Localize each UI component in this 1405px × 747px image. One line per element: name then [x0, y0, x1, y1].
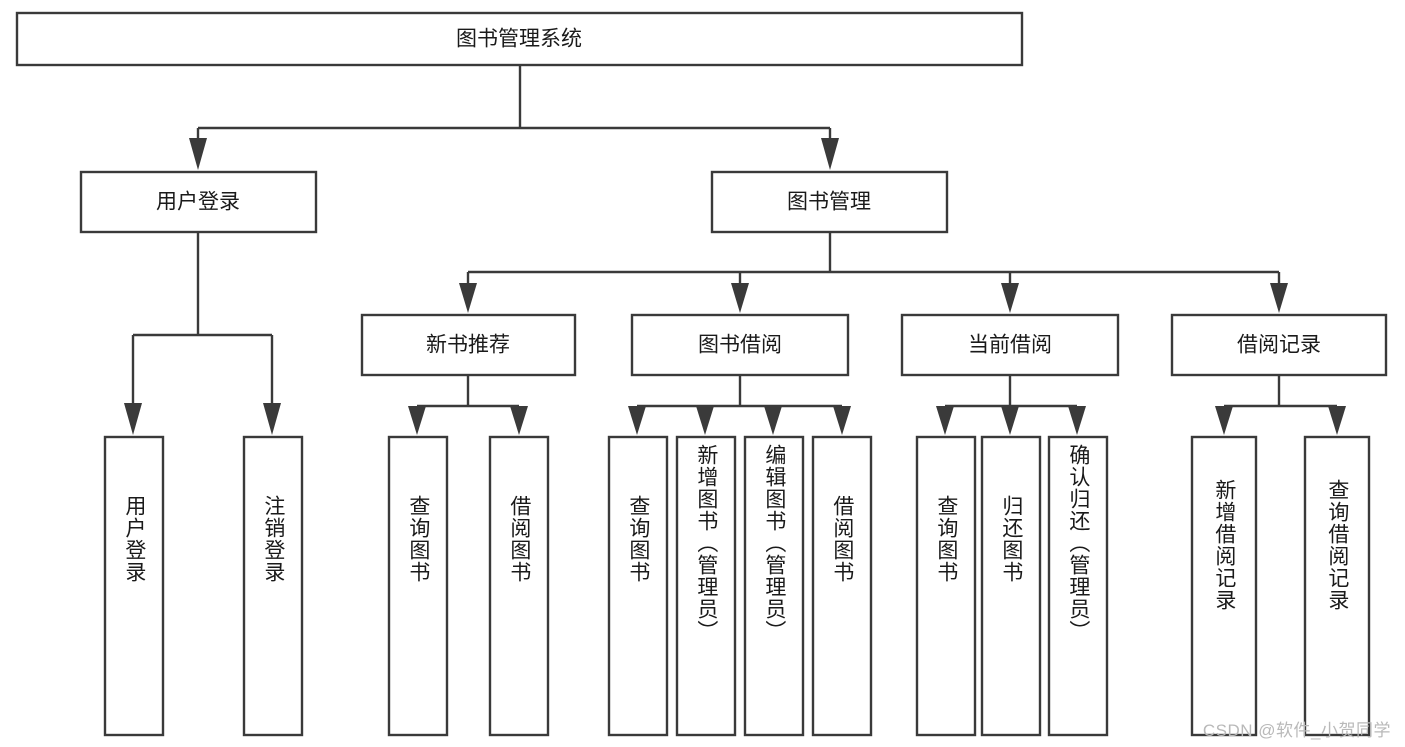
leaf-box-user-login-1[interactable] — [242, 435, 304, 737]
node-book-manage-box — [710, 170, 949, 234]
node-root-system-box — [15, 11, 1024, 67]
node-book-manage-label: 图书管理 — [787, 191, 871, 214]
node-user-login[interactable]: 用户登录 — [79, 170, 318, 234]
leaf-box-book-borrow-0[interactable] — [607, 435, 669, 737]
node-borrow-record[interactable]: 借阅记录 — [1170, 313, 1388, 377]
connector-group-user-login — [124, 232, 281, 435]
node-current-borrow-box — [900, 313, 1120, 377]
arrowhead-user-login-leaf-0 — [124, 403, 142, 435]
arrowhead-borrow-record-leaf-1 — [1328, 406, 1346, 435]
node-book-borrow[interactable]: 图书借阅 — [630, 313, 850, 377]
leaf-box-new-book-0[interactable] — [387, 435, 449, 737]
arrowhead-book-manage-to-current-borrow — [1001, 283, 1019, 313]
node-book-borrow-box — [630, 313, 850, 377]
node-root-system[interactable]: 图书管理系统 — [15, 11, 1024, 67]
leaf-box-book-borrow-1[interactable] — [675, 435, 737, 737]
arrowhead-current-borrow-leaf-0 — [936, 406, 954, 435]
arrowhead-root-to-book-manage — [821, 138, 839, 170]
connector-group-new-book — [408, 375, 528, 435]
arrowhead-book-borrow-leaf-0 — [628, 406, 646, 435]
node-borrow-record-label: 借阅记录 — [1237, 334, 1321, 357]
connector-group-current-borrow — [936, 375, 1086, 435]
leaf-box-borrow-record-1[interactable] — [1303, 435, 1371, 737]
node-book-borrow-label: 图书借阅 — [698, 334, 782, 357]
arrowhead-new-book-leaf-0 — [408, 406, 426, 435]
arrowhead-new-book-leaf-1 — [510, 406, 528, 435]
connector-group-book-manage — [459, 232, 1288, 313]
arrowhead-user-login-leaf-1 — [263, 403, 281, 435]
arrowhead-book-borrow-leaf-2 — [764, 406, 782, 435]
connector-group-borrow-record — [1215, 375, 1346, 435]
arrowhead-borrow-record-leaf-0 — [1215, 406, 1233, 435]
arrowhead-book-borrow-leaf-1 — [696, 406, 714, 435]
leaf-box-user-login-0[interactable] — [103, 435, 165, 737]
arrowhead-book-manage-to-book-borrow — [731, 283, 749, 313]
connector-group-book-borrow — [628, 375, 851, 435]
node-new-book-recommend-label: 新书推荐 — [426, 334, 510, 357]
leaf-box-current-borrow-1[interactable] — [980, 435, 1042, 737]
node-borrow-record-box — [1170, 313, 1388, 377]
arrowhead-current-borrow-leaf-2 — [1068, 406, 1086, 435]
node-current-borrow-label: 当前借阅 — [968, 334, 1052, 357]
arrowhead-current-borrow-leaf-1 — [1001, 406, 1019, 435]
leaf-box-book-borrow-2[interactable] — [743, 435, 805, 737]
arrowhead-book-manage-to-new-book — [459, 283, 477, 313]
leaf-box-current-borrow-0[interactable] — [915, 435, 977, 737]
node-book-manage[interactable]: 图书管理 — [710, 170, 949, 234]
node-user-login-box — [79, 170, 318, 234]
node-new-book-recommend-box — [360, 313, 577, 377]
leaf-box-new-book-1[interactable] — [488, 435, 550, 737]
leaf-box-book-borrow-3[interactable] — [811, 435, 873, 737]
arrowhead-book-manage-to-borrow-record — [1270, 283, 1288, 313]
node-current-borrow[interactable]: 当前借阅 — [900, 313, 1120, 377]
arrowhead-root-to-user-login — [189, 138, 207, 170]
arrowhead-book-borrow-leaf-3 — [833, 406, 851, 435]
node-root-system-label: 图书管理系统 — [456, 28, 582, 51]
node-user-login-label: 用户登录 — [156, 191, 240, 214]
leaf-box-current-borrow-2[interactable] — [1047, 435, 1109, 737]
node-new-book-recommend[interactable]: 新书推荐 — [360, 313, 577, 377]
csdn-watermark: CSDN @软件_小贺同学 — [1202, 721, 1391, 740]
leaf-box-borrow-record-0[interactable] — [1190, 435, 1258, 737]
connector-group-root — [189, 65, 839, 170]
